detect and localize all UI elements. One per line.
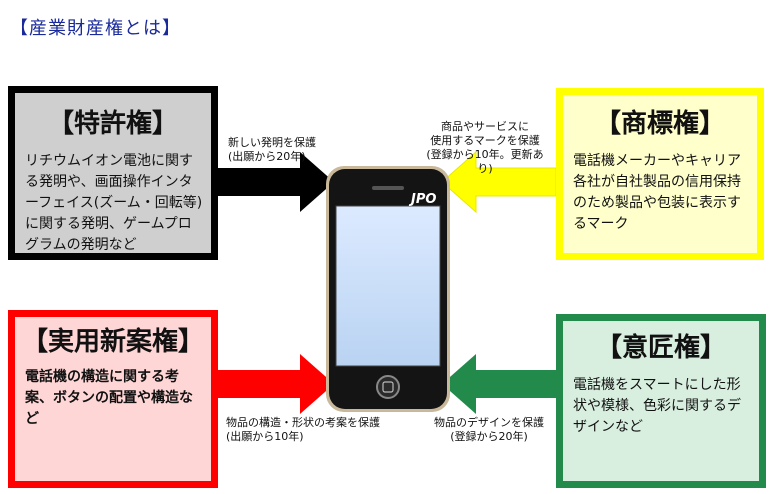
- design-caption-term: (登録から20年): [450, 430, 528, 443]
- page-title: 【産業財産権とは】: [10, 18, 181, 39]
- patent-heading: 【特許権】: [47, 109, 178, 139]
- design-caption-line: 物品のデザインを保護: [434, 416, 544, 429]
- trademark-caption-line-2: 使用するマークを保護: [430, 134, 540, 147]
- smartphone-icon: [326, 166, 450, 412]
- design-heading: 【意匠権】: [595, 333, 726, 363]
- design-arrow: [442, 354, 556, 414]
- utility-arrow: [218, 354, 334, 414]
- design-description: 電話機をスマートにした形状や模様、色彩に関するデザインなど: [573, 377, 741, 435]
- trademark-caption-term: (登録から10年。更新あり): [426, 148, 544, 175]
- phone-logo: JPO: [408, 192, 436, 207]
- utility-model-arrow-caption: 物品の構造・形状の考案を保護 (出願から10年): [226, 416, 380, 444]
- utility-model-box: 【実用新案権】 電話機の構造に関する考案、ボタンの配置や構造など: [8, 310, 218, 488]
- design-arrow-caption: 物品のデザインを保護 (登録から20年): [424, 416, 554, 444]
- trademark-caption-line-1: 商品やサービスに: [441, 120, 529, 133]
- patent-arrow: [218, 152, 334, 212]
- patent-description: リチウムイオン電池に関する発明や、画面操作インターフェイス(ズーム・回転等)に関…: [25, 153, 203, 253]
- patent-caption-term: (出願から20年): [228, 150, 306, 163]
- utility-caption-term: (出願から10年): [226, 430, 304, 443]
- utility-model-description: 電話機の構造に関する考案、ボタンの配置や構造など: [25, 369, 193, 427]
- patent-box: 【特許権】 リチウムイオン電池に関する発明や、画面操作インターフェイス(ズーム・…: [8, 86, 218, 260]
- trademark-arrow-caption: 商品やサービスに 使用するマークを保護 (登録から10年。更新あり): [420, 120, 550, 176]
- trademark-heading: 【商標権】: [594, 109, 725, 139]
- utility-caption-line: 物品の構造・形状の考案を保護: [226, 416, 380, 429]
- design-box: 【意匠権】 電話機をスマートにした形状や模様、色彩に関するデザインなど: [556, 314, 766, 488]
- utility-model-heading: 【実用新案権】: [21, 327, 204, 357]
- trademark-description: 電話機メーカーやキャリア各社が自社製品の信用保持のため製品や包装に表示するマーク: [573, 153, 741, 232]
- patent-caption-line: 新しい発明を保護: [228, 136, 316, 149]
- patent-arrow-caption: 新しい発明を保護 (出願から20年): [228, 136, 316, 164]
- trademark-arrow: [441, 150, 557, 214]
- trademark-box: 【商標権】 電話機メーカーやキャリア各社が自社製品の信用保持のため製品や包装に表…: [556, 88, 764, 260]
